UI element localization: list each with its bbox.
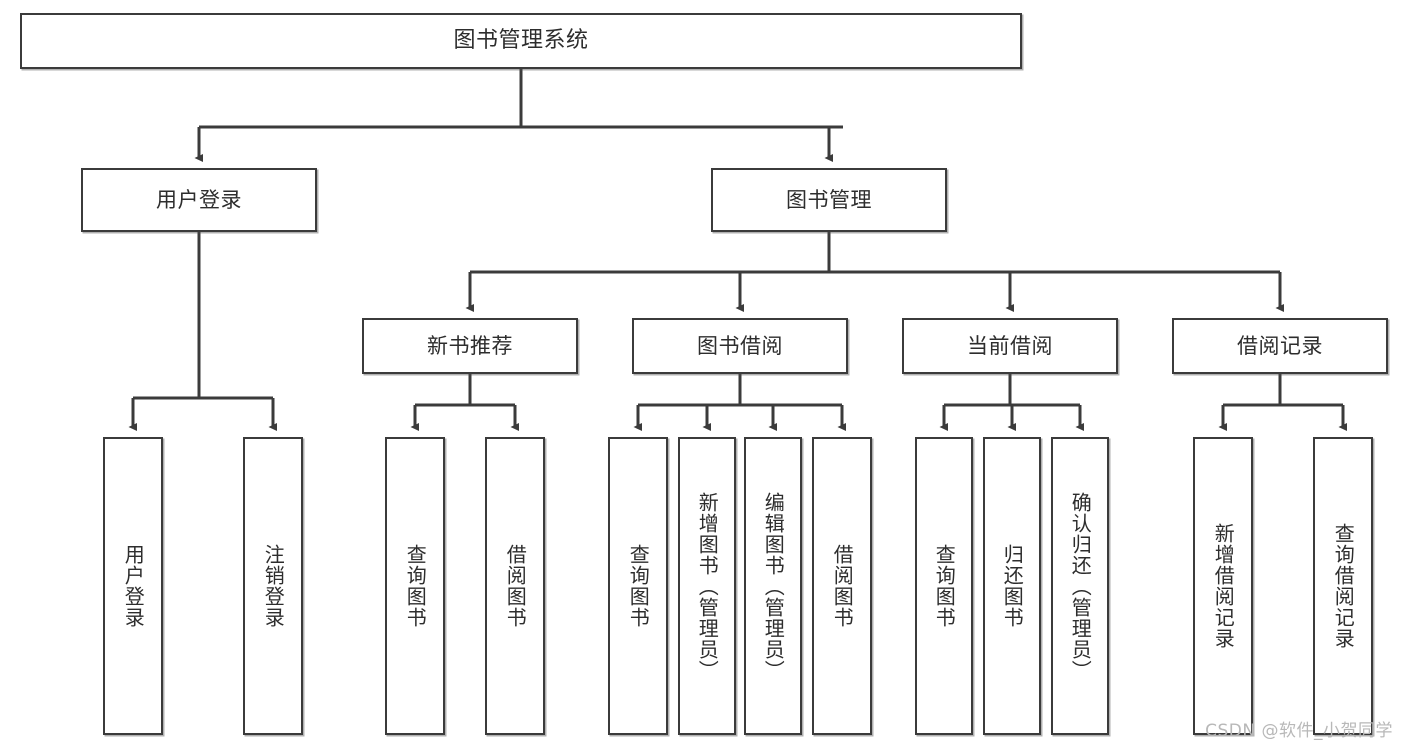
node-leaf-edit-book-admin[interactable]: 编辑图书（管理员） — [744, 437, 802, 735]
node-leaf-query-book-current[interactable]: 查询图书 — [915, 437, 973, 735]
node-leaf-query-book-rec[interactable]: 查询图书 — [385, 437, 445, 735]
node-leaf-confirm-return-admin-label: 确认归还（管理员） — [1068, 491, 1093, 681]
node-leaf-add-borrow-record[interactable]: 新增借阅记录 — [1193, 437, 1253, 735]
node-leaf-borrow-book-label: 借阅图书 — [830, 544, 855, 628]
node-leaf-add-borrow-record-label: 新增借阅记录 — [1211, 523, 1236, 649]
node-borrow-record-label: 借阅记录 — [1237, 333, 1323, 358]
node-leaf-add-book-admin[interactable]: 新增图书（管理员） — [678, 437, 736, 735]
node-user-login-label: 用户登录 — [156, 187, 242, 212]
node-new-book-recommend[interactable]: 新书推荐 — [362, 318, 578, 374]
node-leaf-confirm-return-admin[interactable]: 确认归还（管理员） — [1051, 437, 1109, 735]
node-current-borrow[interactable]: 当前借阅 — [902, 318, 1118, 374]
node-leaf-user-login[interactable]: 用户登录 — [103, 437, 163, 735]
node-leaf-query-book-borrow[interactable]: 查询图书 — [608, 437, 668, 735]
node-borrow-record[interactable]: 借阅记录 — [1172, 318, 1388, 374]
node-book-manage[interactable]: 图书管理 — [711, 168, 947, 232]
node-leaf-user-logout-label: 注销登录 — [261, 544, 286, 628]
node-book-borrow-label: 图书借阅 — [697, 333, 783, 358]
node-leaf-query-borrow-record-label: 查询借阅记录 — [1331, 523, 1356, 649]
node-leaf-add-book-admin-label: 新增图书（管理员） — [695, 491, 720, 681]
node-leaf-borrow-book-rec-label: 借阅图书 — [503, 544, 528, 628]
node-leaf-return-book-label: 归还图书 — [1000, 544, 1025, 628]
node-root-label: 图书管理系统 — [453, 28, 589, 54]
node-current-borrow-label: 当前借阅 — [967, 333, 1053, 358]
node-new-book-recommend-label: 新书推荐 — [427, 333, 513, 358]
node-leaf-edit-book-admin-label: 编辑图书（管理员） — [761, 491, 786, 681]
node-root[interactable]: 图书管理系统 — [20, 13, 1022, 69]
node-leaf-return-book[interactable]: 归还图书 — [983, 437, 1041, 735]
node-leaf-query-book-current-label: 查询图书 — [932, 544, 957, 628]
node-book-borrow[interactable]: 图书借阅 — [632, 318, 848, 374]
node-leaf-user-login-label: 用户登录 — [121, 544, 146, 628]
node-leaf-query-book-borrow-label: 查询图书 — [626, 544, 651, 628]
node-leaf-user-logout[interactable]: 注销登录 — [243, 437, 303, 735]
node-book-manage-label: 图书管理 — [786, 187, 872, 212]
node-user-login[interactable]: 用户登录 — [81, 168, 317, 232]
node-leaf-borrow-book-rec[interactable]: 借阅图书 — [485, 437, 545, 735]
node-leaf-borrow-book[interactable]: 借阅图书 — [812, 437, 872, 735]
node-leaf-query-book-rec-label: 查询图书 — [403, 544, 428, 628]
watermark: CSDN @软件_小贺同学 — [1205, 721, 1393, 741]
node-leaf-query-borrow-record[interactable]: 查询借阅记录 — [1313, 437, 1373, 735]
